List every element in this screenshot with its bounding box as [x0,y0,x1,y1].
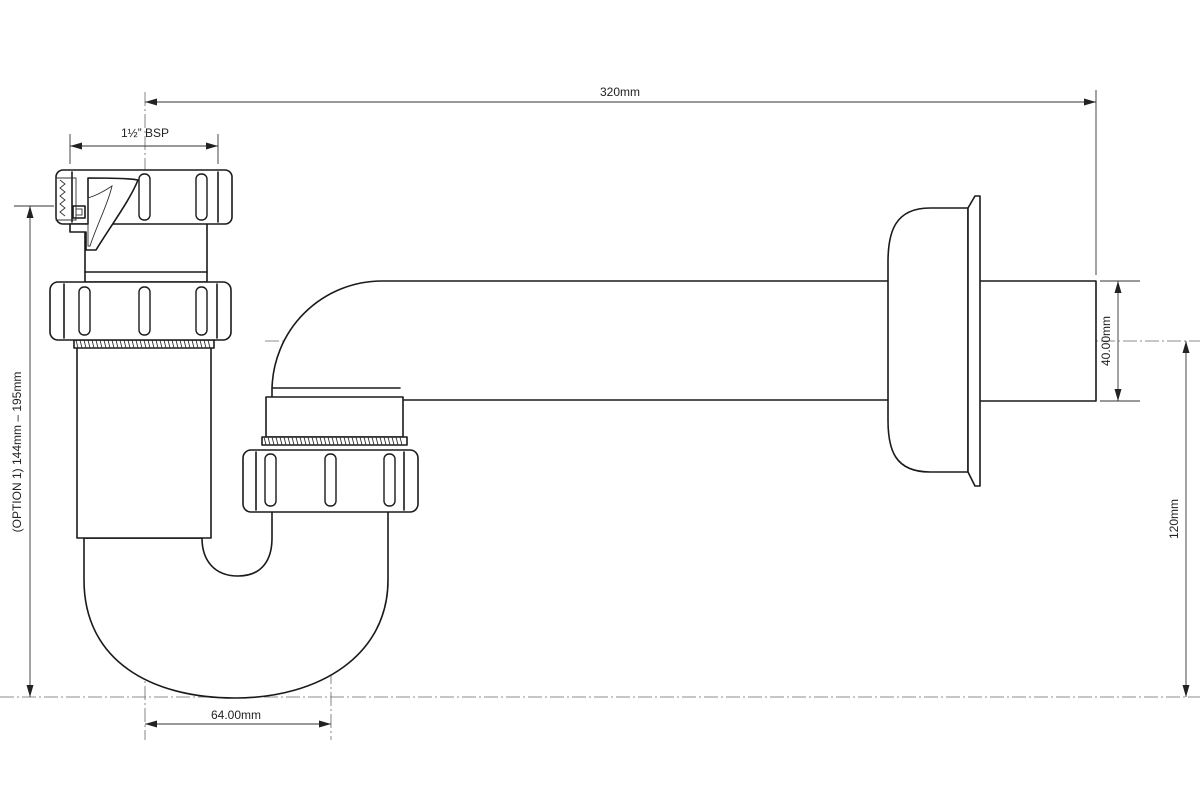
thread-line [331,436,335,446]
thread-line [155,339,159,349]
thread-line [83,339,87,349]
outlet-spigot [261,396,408,446]
thread-line [371,436,375,446]
overall-length-label: 320mm [600,85,640,99]
thread-line [163,339,167,349]
thread-line [75,339,79,349]
thread-line [139,339,143,349]
thread-line [147,339,151,349]
outlet-diameter-label: 40.00mm [1099,316,1113,366]
thread-line [363,436,367,446]
thread-line [299,436,303,446]
thread-line [311,436,315,446]
thread-line [351,436,355,446]
thread-line [91,339,95,349]
thread-line [191,339,195,349]
thread-line [383,436,387,446]
thread-line [167,339,171,349]
lower-coupling-nut [242,449,419,513]
top-coupling-nut [55,169,233,251]
thread-line [171,339,175,349]
thread-line [379,436,383,446]
outlet-height-label: 120mm [1167,499,1181,539]
thread-line [95,339,99,349]
thread-line [135,339,139,349]
thread-line [187,339,191,349]
thread-line [207,339,211,349]
dimension-thread-size: 1½” BSP [69,126,219,164]
thread-line [291,436,295,446]
thread-line [123,339,127,349]
thread-line [347,436,351,446]
dimension-trap-spacing: 64.00mm [145,708,331,728]
thread-line [387,436,391,446]
thread-line [183,339,187,349]
thread-size-label: 1½” BSP [121,126,169,140]
thread-line [335,436,339,446]
thread-line [283,436,287,446]
thread-line [395,436,399,446]
thread-line [199,339,203,349]
thread-line [359,436,363,446]
thread-line [295,436,299,446]
thread-line [103,339,107,349]
thread-line [307,436,311,446]
thread-line [127,339,131,349]
thread-line [143,339,147,349]
thread-line [179,339,183,349]
thread-line [339,436,343,446]
thread-line [159,339,163,349]
thread-line [87,339,91,349]
thread-line [267,436,271,446]
thread-line [271,436,275,446]
thread-line [195,339,199,349]
thread-line [343,436,347,446]
thread-line [399,436,403,446]
trap-spacing-label: 64.00mm [211,708,261,722]
height-range-label: (OPTION 1) 144mm – 195mm [10,372,24,533]
tailpiece [73,339,215,539]
thread-line [391,436,395,446]
dimension-height-range: (OPTION 1) 144mm – 195mm [10,205,54,697]
outlet-pipe [271,280,1097,402]
thread-line [315,436,319,446]
thread-line [151,339,155,349]
middle-coupling-nut [49,281,232,341]
thread-line [131,339,135,349]
thread-line [107,339,111,349]
thread-line [175,339,179,349]
thread-line [275,436,279,446]
thread-line [99,339,103,349]
thread-line [355,436,359,446]
thread-line [279,436,283,446]
thread-line [203,339,207,349]
thread-line [115,339,119,349]
thread-line [375,436,379,446]
dimension-outlet-height: 120mm [1167,341,1190,697]
thread-line [263,436,267,446]
wall-flange [887,195,981,487]
thread-line [111,339,115,349]
dimension-overall-length: 320mm [145,85,1097,275]
thread-line [79,339,83,349]
thread-line [367,436,371,446]
thread-line [119,339,123,349]
thread-line [287,436,291,446]
thread-line [303,436,307,446]
thread-line [319,436,323,446]
dimension-outlet-diameter: 40.00mm [1099,280,1140,402]
thread-line [327,436,331,446]
thread-line [323,436,327,446]
